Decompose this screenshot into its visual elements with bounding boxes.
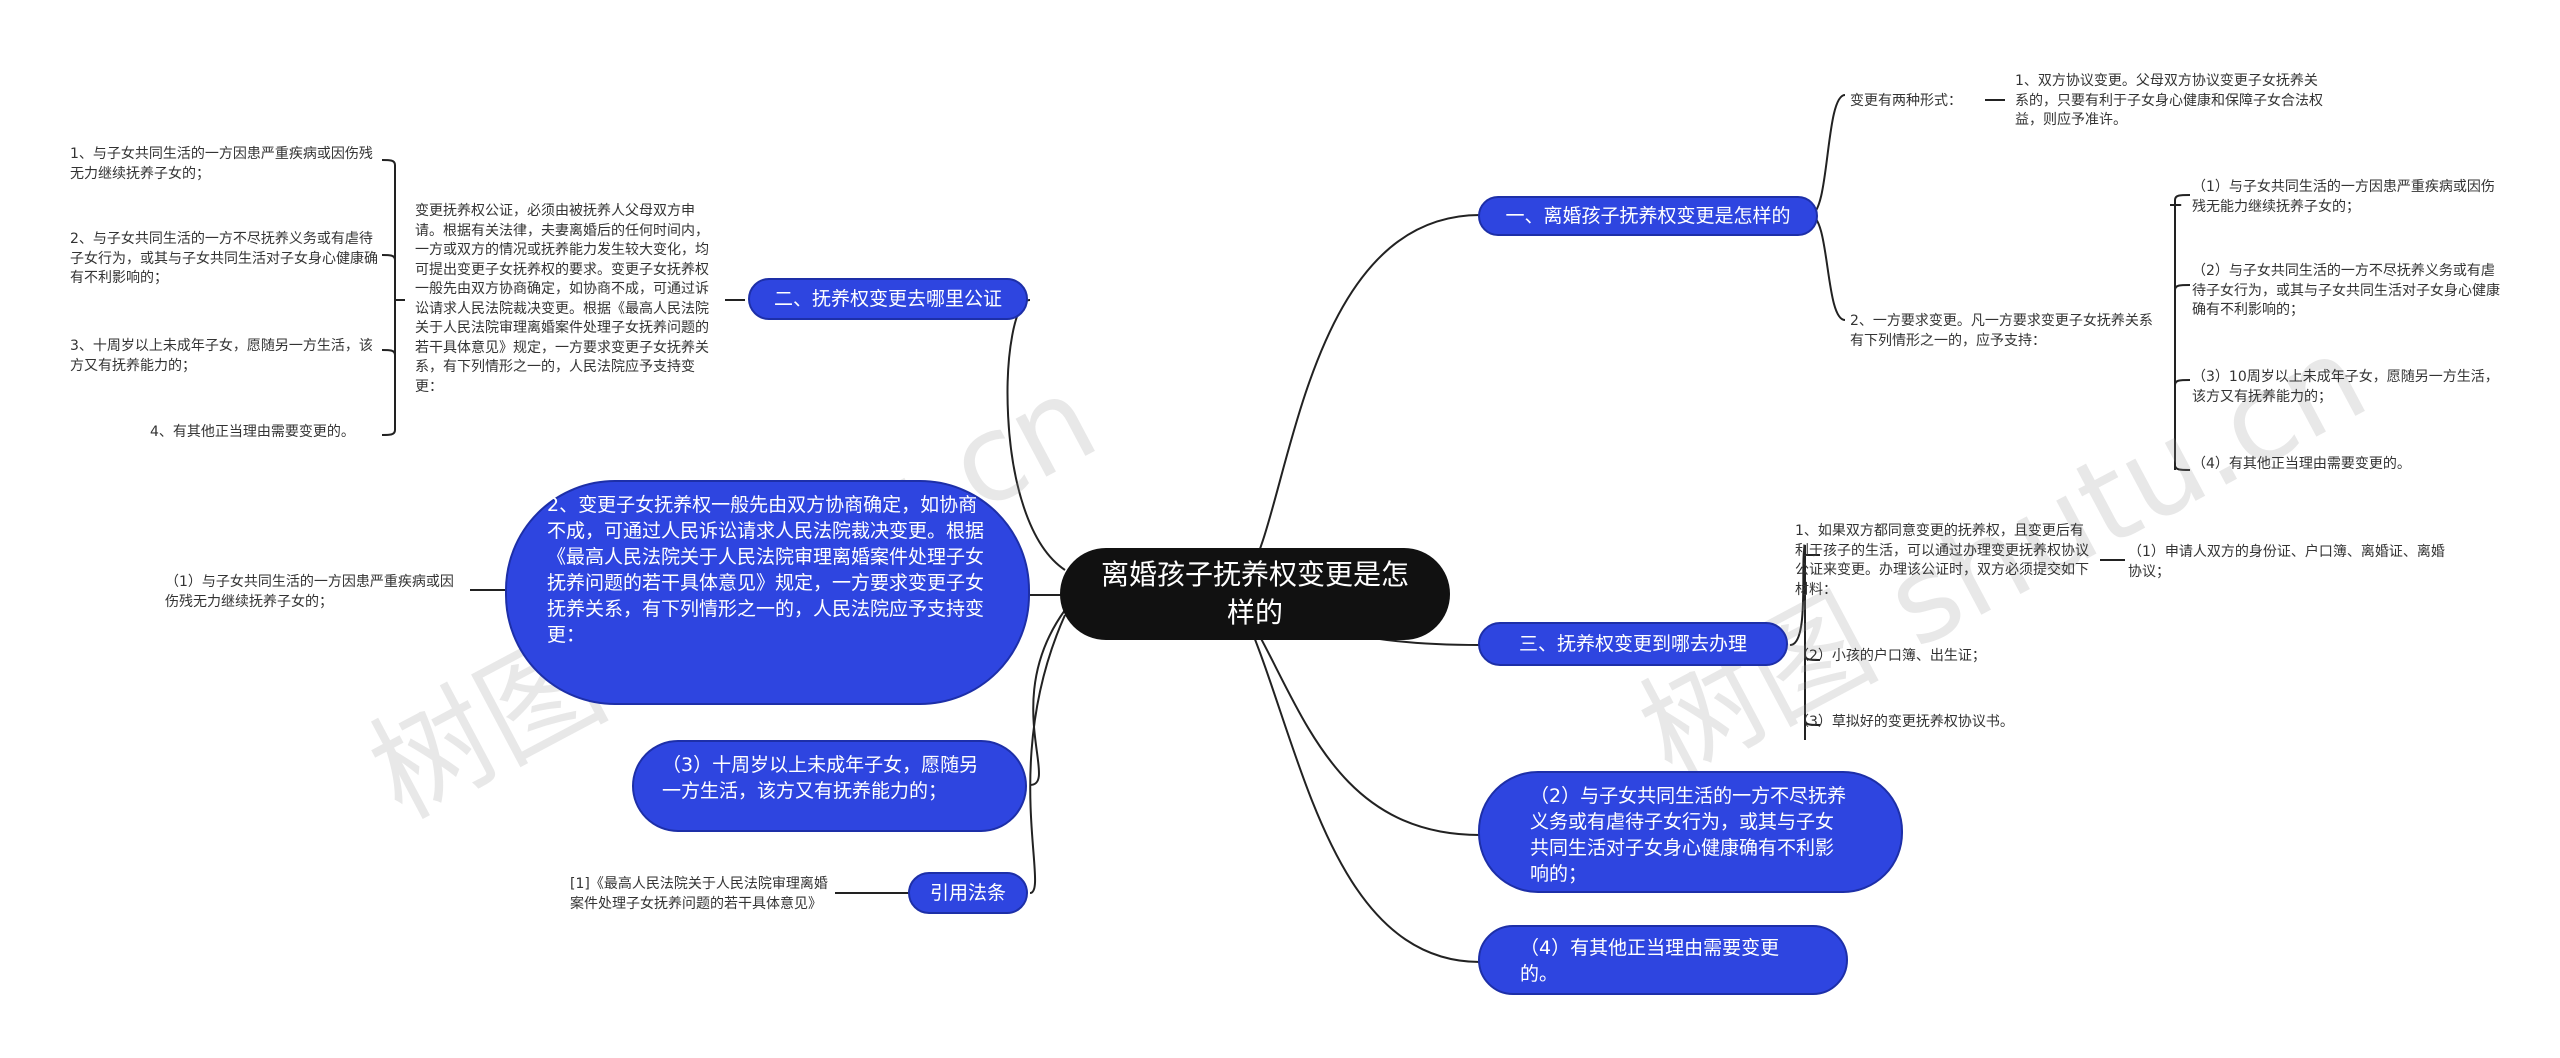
citation-child: [1]《最高人民法院关于人民法院审理离婚案件处理子女抚养问题的若干具体意见》 <box>570 876 828 912</box>
branch-big-3[interactable]: （2）与子女共同生活的一方不尽抚养义务或有虐待子女行为，或其与子女共同生活对子女… <box>1478 771 1903 893</box>
branch-3-label: 三、抚养权变更到哪去办理 <box>1518 633 1747 655</box>
b1-forms-label: 变更有两种形式： <box>1850 93 1962 109</box>
branch-citation[interactable]: 引用法条 <box>908 872 1028 914</box>
b2-item-4: 4、有其他正当理由需要变更的。 <box>150 424 355 440</box>
branch-big-1[interactable]: 2、变更子女抚养权一般先由双方协商确定，如协商不成，可通过人民诉讼请求人民法院裁… <box>505 480 1030 705</box>
branch-big-1-label: 2、变更子女抚养权一般先由双方协商确定，如协商不成，可通过人民诉讼请求人民法院裁… <box>547 494 985 646</box>
b1-form2: 2、一方要求变更。凡一方要求变更子女抚养关系有下列情形之一的，应予支持： <box>1850 313 2153 349</box>
b2-item-1: 1、与子女共同生活的一方因患严重疾病或因伤残无力继续抚养子女的； <box>70 146 373 182</box>
b1-item-2: （2）与子女共同生活的一方不尽抚养义务或有虐待子女行为，或其与子女共同生活对子女… <box>2192 263 2500 318</box>
b3-text-1: 1、如果双方都同意变更的抚养权，且变更后有利于孩子的生活，可以通过办理变更抚养权… <box>1795 523 2089 598</box>
b1-item-1: （1）与子女共同生活的一方因患严重疾病或因伤残无能力继续抚养子女的； <box>2192 179 2495 215</box>
b3-item-2: （2）小孩的户口簿、出生证； <box>1795 648 1986 664</box>
branch-1[interactable]: 一、离婚孩子抚养权变更是怎样的 <box>1478 196 1818 236</box>
branch-big-2[interactable]: （3）十周岁以上未成年子女，愿随另一方生活，该方又有抚养能力的； <box>632 740 1027 832</box>
root-node[interactable]: 离婚孩子抚养权变更是怎样的 <box>1060 548 1450 640</box>
b3-item-1: （1）申请人双方的身份证、户口簿、离婚证、离婚协议； <box>2128 544 2445 580</box>
branch-big-4[interactable]: （4）有其他正当理由需要变更的。 <box>1478 925 1848 995</box>
branch-3[interactable]: 三、抚养权变更到哪去办理 <box>1478 622 1788 666</box>
branch-2[interactable]: 二、抚养权变更去哪里公证 <box>748 278 1028 320</box>
b2-item-2: 2、与子女共同生活的一方不尽抚养义务或有虐待子女行为，或其与子女共同生活对子女身… <box>70 231 378 286</box>
branch-citation-label: 引用法条 <box>929 882 1006 904</box>
branch-2-label: 二、抚养权变更去哪里公证 <box>773 288 1002 310</box>
b2-description: 变更抚养权公证，必须由被抚养人父母双方申请。根据有关法律，夫妻离婚后的任何时间内… <box>415 203 709 395</box>
big1-child: （1）与子女共同生活的一方因患严重疾病或因伤残无力继续抚养子女的； <box>165 574 454 610</box>
branch-1-label: 一、离婚孩子抚养权变更是怎样的 <box>1505 205 1791 227</box>
b1-item-3: （3）10周岁以上未成年子女，愿随另一方生活，该方又有抚养能力的； <box>2192 369 2499 405</box>
branch-big-4-label: （4）有其他正当理由需要变更的。 <box>1520 937 1780 985</box>
branch-big-3-label: （2）与子女共同生活的一方不尽抚养义务或有虐待子女行为，或其与子女共同生活对子女… <box>1530 785 1847 885</box>
root-label: 离婚孩子抚养权变更是怎样的 <box>1100 558 1409 629</box>
b3-item-3: （3）草拟好的变更抚养权协议书。 <box>1795 714 2014 730</box>
b2-item-3: 3、十周岁以上未成年子女，愿随另一方生活，该方又有抚养能力的； <box>70 338 373 374</box>
b1-form1: 1、双方协议变更。父母双方协议变更子女抚养关系的，只要有利于子女身心健康和保障子… <box>2015 73 2323 128</box>
b1-item-4: （4）有其他正当理由需要变更的。 <box>2192 456 2411 472</box>
branch-big-2-label: （3）十周岁以上未成年子女，愿随另一方生活，该方又有抚养能力的； <box>662 754 979 802</box>
